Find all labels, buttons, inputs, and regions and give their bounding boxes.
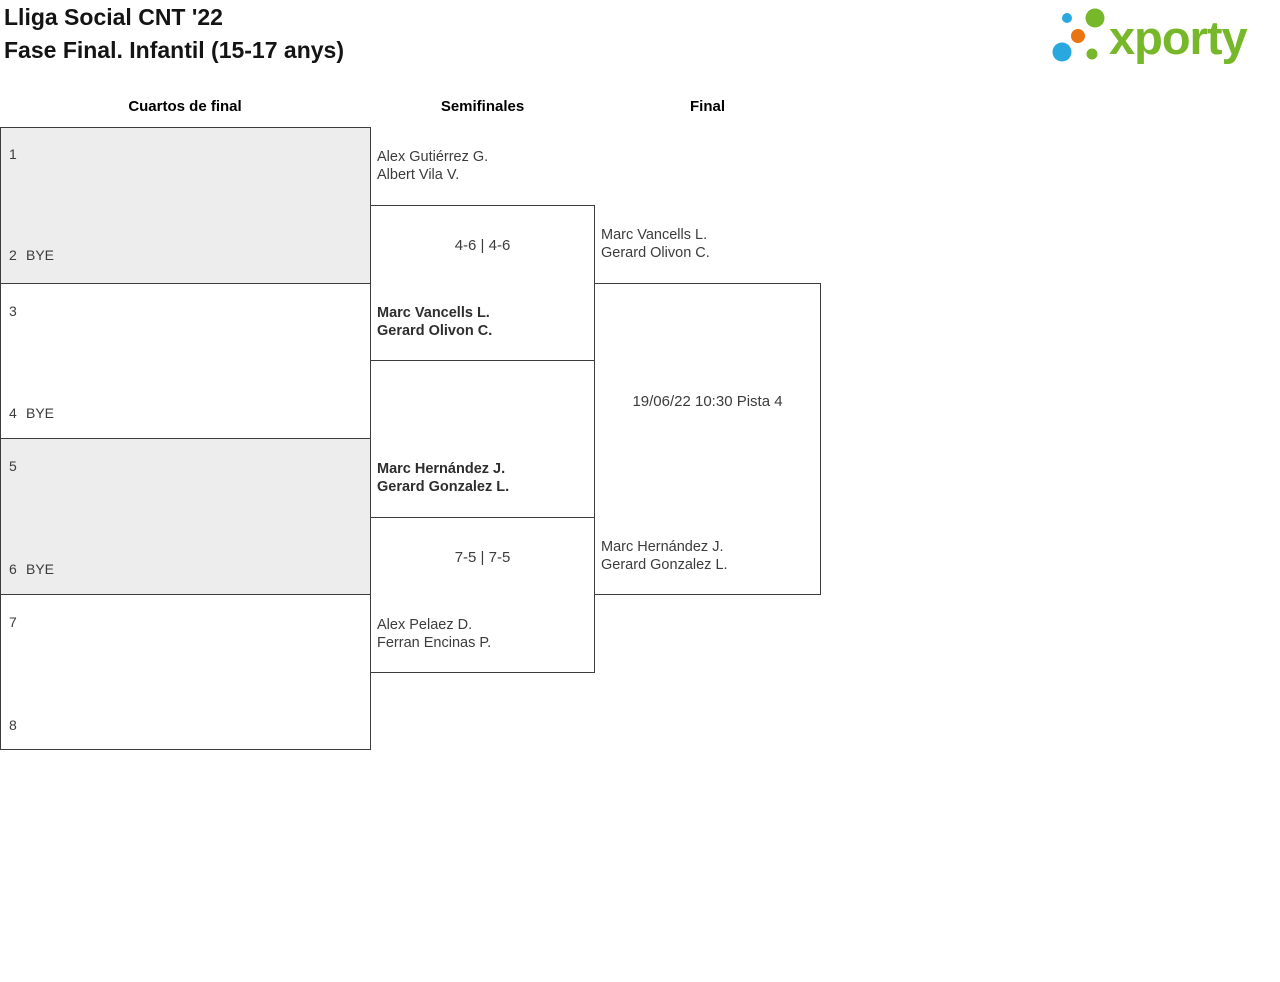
match-score-semifinal-1: 4-6 | 4-6: [454, 237, 511, 254]
seed-number: 3: [9, 303, 17, 319]
player-name: Marc Vancells L.: [601, 227, 708, 243]
xporty-logo-text: xporty: [1109, 11, 1248, 64]
player-name: Ferran Encinas P.: [377, 635, 492, 651]
match-box-quarterfinal-4[interactable]: [0, 594, 371, 750]
seed-number: 2: [9, 247, 17, 263]
player-name: Gerard Gonzalez L.: [601, 557, 728, 573]
player-name: Marc Hernández J.: [601, 539, 724, 555]
qf4-slot-top: 7: [9, 614, 26, 630]
player-name: Alex Gutiérrez G.: [377, 149, 489, 165]
seed-number: 4: [9, 405, 17, 421]
xporty-logo-icon: [1052, 8, 1105, 62]
sf1-team-bottom-winner: Marc Vancells L. Gerard Olivon C.: [377, 304, 492, 340]
team-name: BYE: [26, 247, 55, 263]
seed-number: 5: [9, 458, 17, 474]
final-team-bottom: Marc Hernández J. Gerard Gonzalez L.: [601, 538, 728, 574]
player-name: Alex Pelaez D.: [377, 617, 473, 633]
page-title: Lliga Social CNT '22 Fase Final. Infanti…: [4, 1, 344, 67]
qf2-slot-top: 3: [9, 303, 26, 319]
team-name: BYE: [26, 405, 55, 421]
team-name: BYE: [26, 561, 55, 577]
sf2-team-top-winner: Marc Hernández J. Gerard Gonzalez L.: [377, 460, 509, 496]
qf3-slot-top: 5: [9, 458, 26, 474]
match-box-quarterfinal-3[interactable]: [0, 438, 371, 595]
player-name: Gerard Gonzalez L.: [377, 479, 510, 495]
seed-number: 6: [9, 561, 17, 577]
player-name: Marc Vancells L.: [377, 305, 490, 321]
player-name: Gerard Olivon C.: [377, 323, 493, 339]
match-box-quarterfinal-2[interactable]: [0, 283, 371, 439]
player-name: Albert Vila V.: [377, 167, 460, 183]
round-header-cuartos: Cuartos de final: [128, 98, 242, 115]
player-name: Gerard Olivon C.: [601, 245, 710, 261]
qf1-slot-top: 1: [9, 146, 26, 162]
xporty-logo[interactable]: xporty: [1048, 4, 1248, 70]
qf3-slot-bottom: 6 BYE: [9, 561, 54, 577]
qf2-slot-bottom: 4 BYE: [9, 405, 54, 421]
player-name: Marc Hernández J.: [377, 461, 506, 477]
phase-name: Fase Final. Infantil (15-17 anys): [4, 37, 344, 63]
match-box-quarterfinal-1[interactable]: [0, 127, 371, 284]
seed-number: 8: [9, 717, 17, 733]
match-score-semifinal-2: 7-5 | 7-5: [454, 549, 511, 566]
tournament-name: Lliga Social CNT '22: [4, 4, 223, 30]
seed-number: 7: [9, 614, 17, 630]
sf2-team-bottom: Alex Pelaez D. Ferran Encinas P.: [377, 616, 491, 652]
qf4-slot-bottom: 8: [9, 717, 26, 733]
round-header-final: Final: [689, 98, 725, 115]
sf1-team-top: Alex Gutiérrez G. Albert Vila V.: [377, 148, 488, 184]
qf1-slot-bottom: 2 BYE: [9, 247, 54, 263]
match-box-semifinal-2[interactable]: [370, 517, 595, 673]
final-team-top: Marc Vancells L. Gerard Olivon C.: [601, 226, 710, 262]
round-header-semifinales: Semifinales: [440, 98, 525, 115]
final-match-schedule: 19/06/22 10:30 Pista 4: [632, 393, 783, 410]
match-box-final[interactable]: [594, 283, 821, 595]
seed-number: 1: [9, 146, 17, 162]
